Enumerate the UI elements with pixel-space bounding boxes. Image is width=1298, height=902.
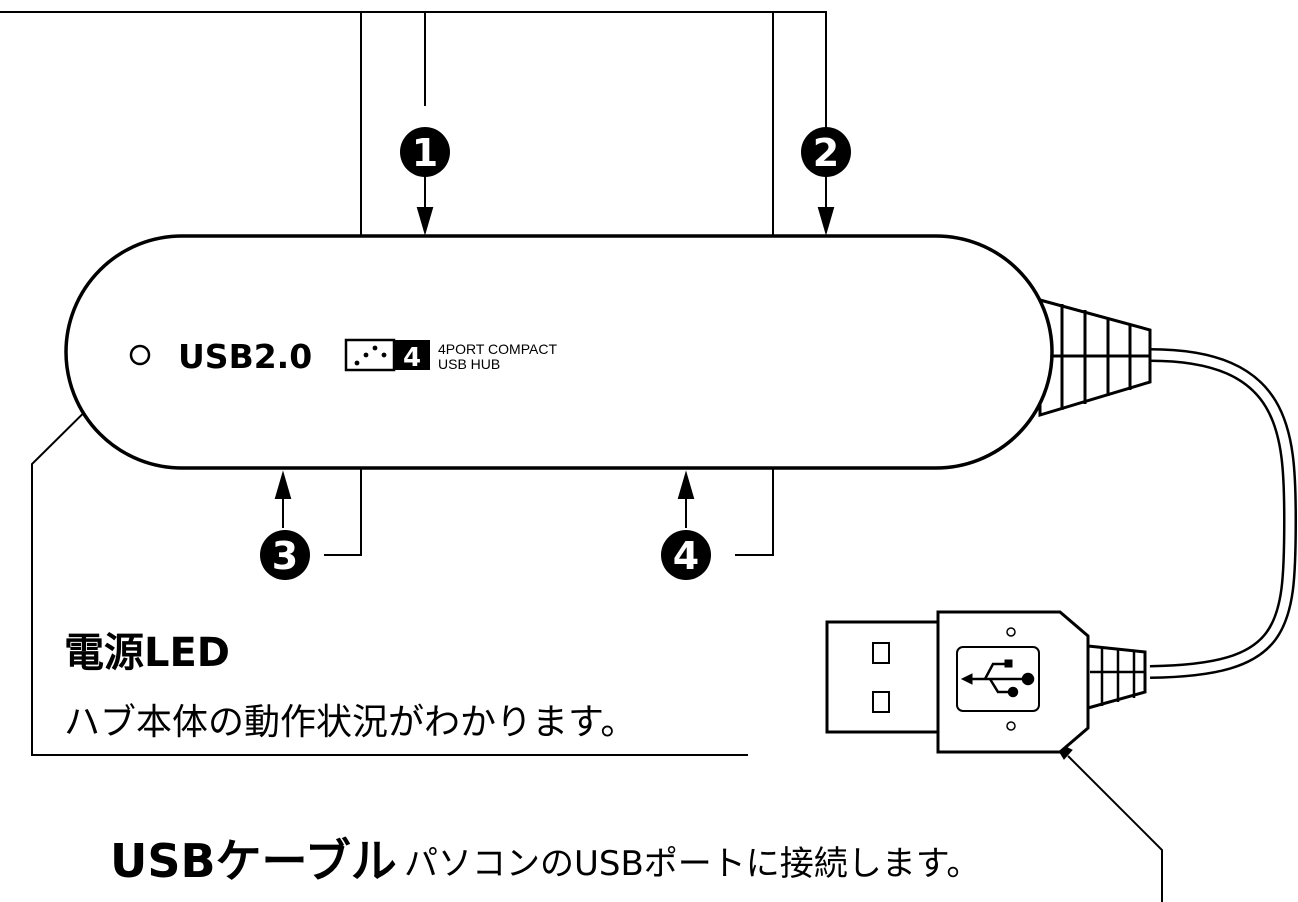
leader-line-power-led [31,370,748,756]
port-dots-icon [354,345,387,366]
leader-lines [0,11,1163,902]
hub-body [64,234,1054,470]
arrow-port3 [274,470,292,499]
usb-plug-metal-tip [825,620,947,734]
port-badge-4-label: 4 [673,534,699,578]
usb-cable-description: パソコンのUSBポートに接続します。 [404,844,981,884]
hub-port-count: 4 [403,343,421,373]
leader-line-usb-cable [1067,755,1163,902]
port-badge-3: 3 [260,530,310,580]
port-badge-1-label: 1 [412,131,438,175]
hub-model-line2: USB HUB [438,356,500,372]
arrow-port2 [817,207,835,236]
hub-strain-relief [1038,298,1152,418]
hub-model-line1: 4PORT COMPACT [438,341,557,357]
leader-line-port4 [735,12,774,556]
arrow-port1 [416,207,434,236]
port-badge-2: 2 [801,127,851,177]
power-led-title: 電源LED [64,630,231,676]
arrow-port4 [677,470,695,499]
usb-plug [825,610,1147,754]
usb-cable [1149,348,1298,679]
usb-cable-title: USBケーブル [110,834,397,888]
power-led-description: ハブ本体の動作状況がわかります。 [64,702,637,743]
hub-brand-label: USB2.0 [178,337,312,376]
hub-port-badge: 4 [344,338,430,373]
port-badge-3-label: 3 [272,534,298,578]
usb-trident-icon [960,659,1035,698]
port-badge-4: 4 [661,530,711,580]
port-badge-1: 1 [400,127,450,177]
leader-line-port3 [324,12,362,556]
port-badge-2-label: 2 [813,131,839,175]
power-led-indicator [129,344,151,366]
leader-line-top [0,11,827,140]
